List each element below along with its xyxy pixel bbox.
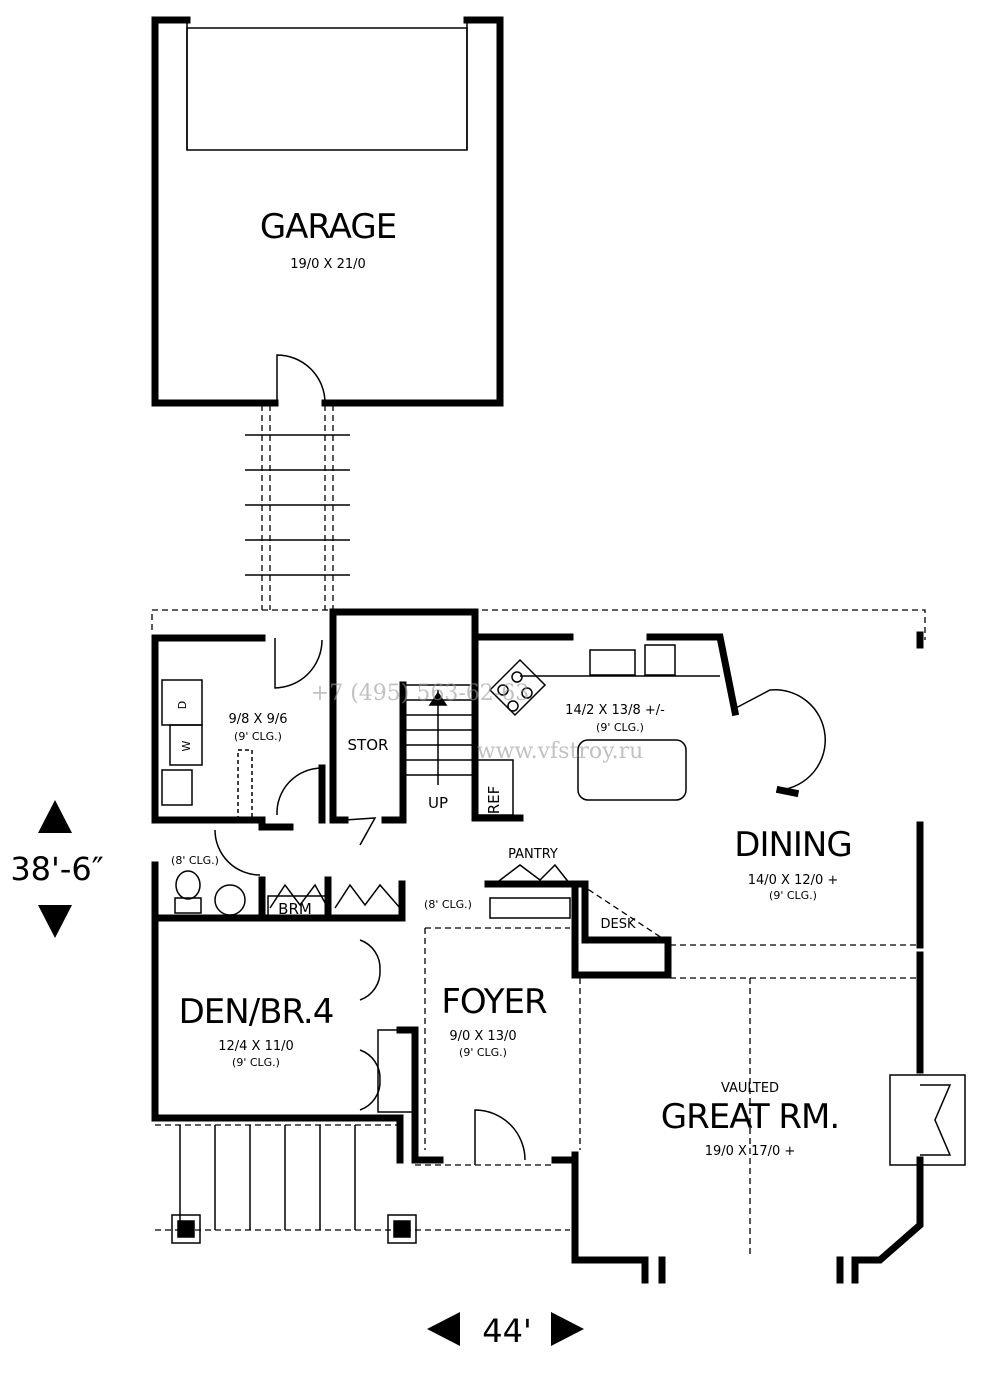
pantry-ceiling: (8' CLG.)	[424, 898, 472, 911]
door-swings	[214, 638, 826, 1165]
kitchen-island	[577, 739, 687, 801]
washer-label: W	[180, 740, 193, 751]
dashed-lines	[155, 883, 920, 1255]
arrow-right-icon	[551, 1312, 584, 1346]
fireplace	[889, 1074, 966, 1166]
garage-size: 19/0 X 21/0	[290, 257, 366, 272]
dining-label: DINING	[734, 825, 851, 865]
fridge-label: REF	[485, 786, 503, 815]
dining-size: 14/0 X 12/0 +	[748, 873, 839, 888]
kitchen-fixtures	[474, 644, 966, 1166]
den-label: DEN/BR.4	[179, 992, 334, 1032]
pantry-label: PANTRY	[508, 847, 558, 862]
broom-closet-label: BRM	[278, 900, 312, 918]
garage-label: GARAGE	[260, 207, 396, 247]
storage-label: STOR	[348, 736, 389, 754]
laundry-fixtures	[161, 679, 253, 916]
watermark-phone: +7 (495) 563-62-63	[311, 681, 529, 706]
breezeway	[245, 405, 350, 610]
dining-ceiling: (9' CLG.)	[769, 889, 817, 902]
porch-columns	[171, 1125, 417, 1244]
stairs-up-label: UP	[428, 794, 448, 812]
foyer-size: 9/0 X 13/0	[449, 1029, 516, 1044]
width-dimension: 44'	[482, 1312, 532, 1350]
kitchen-size: 14/2 X 13/8 +/-	[565, 703, 665, 718]
den-size: 12/4 X 11/0	[218, 1039, 294, 1054]
laundry-ceiling: (9' CLG.)	[234, 730, 282, 743]
arrow-up-icon	[38, 800, 72, 833]
dryer-label: D	[176, 701, 189, 709]
depth-dimension: 38'-6″	[10, 850, 103, 888]
cooktop	[488, 658, 547, 717]
bath-sink	[214, 884, 246, 916]
sink	[589, 649, 636, 676]
great-room-size: 19/0 X 17/0 +	[705, 1144, 796, 1159]
den-ceiling: (9' CLG.)	[232, 1056, 280, 1069]
garage-door	[186, 27, 468, 151]
great-room-prefix: VAULTED	[721, 1081, 779, 1096]
toilet	[175, 870, 201, 900]
refrigerator	[474, 759, 514, 816]
laundry-size: 9/8 X 9/6	[228, 712, 287, 727]
stairs	[403, 684, 475, 785]
desk-label: DESK	[600, 917, 635, 932]
arrow-down-icon	[38, 905, 72, 938]
kitchen-ceiling: (9' CLG.)	[596, 721, 644, 734]
arrow-left-icon	[427, 1312, 460, 1346]
great-room-label: GREAT RM.	[661, 1097, 839, 1137]
bath-ceiling: (8' CLG.)	[171, 854, 219, 867]
garage	[151, 16, 504, 407]
foyer-ceiling: (9' CLG.)	[459, 1046, 507, 1059]
roof-outline	[151, 609, 926, 640]
watermark-url: www.vfstroy.ru	[477, 739, 644, 764]
door-swing-icon	[276, 354, 326, 404]
foyer-label: FOYER	[441, 982, 547, 1022]
